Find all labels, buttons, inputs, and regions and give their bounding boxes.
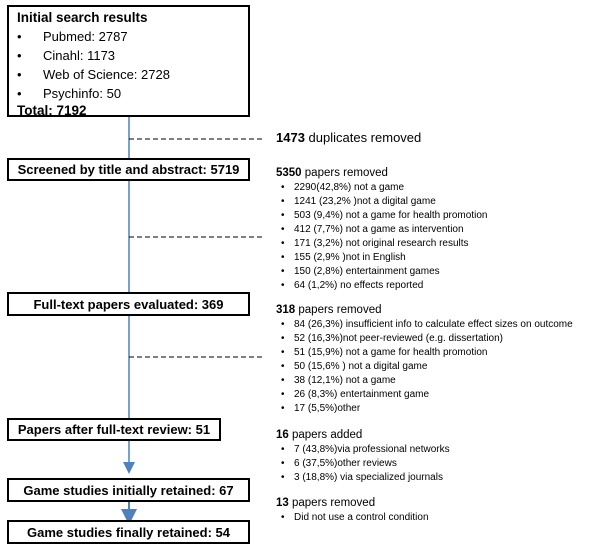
added-note: 16 papers added 7 (43,8%)via professiona… — [276, 428, 450, 485]
initially-retained-box: Game studies initially retained: 67 — [7, 478, 250, 502]
removed1-count: 5350 — [276, 167, 302, 179]
removed2-count: 318 — [276, 304, 296, 316]
source-item: Web of Science: 2728 — [17, 65, 240, 84]
removed1-reasons-list: 2290(42,8%) not a game 1241 (23,2% )not … — [281, 181, 487, 293]
removed3-count: 13 — [276, 497, 289, 509]
reason-item: 155 (2,9% )not in English — [281, 251, 487, 265]
removed1-note: 5350 papers removed 2290(42,8%) not a ga… — [276, 166, 487, 293]
removed2-text: papers removed — [295, 304, 382, 316]
finally-retained-box: Game studies finally retained: 54 — [7, 520, 250, 544]
reason-item: 64 (1,2%) no effects reported — [281, 279, 487, 293]
reason-item: 412 (7,7%) not a game as intervention — [281, 223, 487, 237]
reason-item: Did not use a control condition — [281, 511, 429, 525]
source-item: Psychinfo: 50 — [17, 84, 240, 103]
reason-item: 26 (8,3%) entertainment game — [281, 388, 573, 402]
reason-item: 84 (26,3%) insufficient info to calculat… — [281, 318, 573, 332]
initial-search-title: Initial search results — [17, 10, 148, 25]
reason-item: 1241 (23,2% )not a digital game — [281, 195, 487, 209]
reason-item: 2290(42,8%) not a game — [281, 181, 487, 195]
reason-item: 51 (15,9%) not a game for health promoti… — [281, 346, 573, 360]
initial-search-box: Initial search results Pubmed: 2787 Cina… — [7, 5, 250, 118]
added-item: 7 (43,8%)via professional networks — [281, 443, 450, 457]
added-text: papers added — [288, 429, 363, 441]
added-item: 6 (37,5%)other reviews — [281, 457, 450, 471]
duplicates-count: 1473 — [276, 130, 305, 145]
removed3-reasons-list: Did not use a control condition — [281, 511, 429, 525]
removed2-reasons-list: 84 (26,3%) insufficient info to calculat… — [281, 318, 573, 416]
reason-item: 17 (5,5%)other — [281, 402, 573, 416]
screened-label: Screened by title and abstract: 5719 — [17, 162, 240, 177]
initial-total: Total: 7192 — [17, 103, 87, 118]
reason-item: 171 (3,2%) not original research results — [281, 237, 487, 251]
removed3-text: papers removed — [288, 497, 376, 509]
duplicates-note: 1473 duplicates removed — [276, 130, 421, 145]
after-review-box: Papers after full-text review: 51 — [7, 418, 221, 441]
after-review-label: Papers after full-text review: 51 — [17, 422, 211, 437]
duplicates-text: duplicates removed — [304, 130, 422, 145]
initially-retained-label: Game studies initially retained: 67 — [23, 482, 234, 498]
added-count: 16 — [276, 429, 289, 441]
reason-item: 52 (16,3%)not peer-reviewed (e.g. disser… — [281, 332, 573, 346]
removed3-note: 13 papers removed Did not use a control … — [276, 496, 429, 525]
reason-item: 150 (2,8%) entertainment games — [281, 265, 487, 279]
reason-item: 50 (15,6% ) not a digital game — [281, 360, 573, 374]
added-item: 3 (18,8%) via specialized journals — [281, 471, 450, 485]
added-sources-list: 7 (43,8%)via professional networks 6 (37… — [281, 443, 450, 485]
source-item: Cinahl: 1173 — [17, 46, 240, 65]
screened-box: Screened by title and abstract: 5719 — [7, 158, 250, 181]
finally-retained-label: Game studies finally retained: 54 — [26, 524, 231, 540]
search-sources-list: Pubmed: 2787 Cinahl: 1173 Web of Science… — [17, 27, 240, 103]
removed1-text: papers removed — [301, 167, 388, 179]
source-item: Pubmed: 2787 — [17, 27, 240, 46]
fulltext-box: Full-text papers evaluated: 369 — [7, 292, 250, 316]
reason-item: 503 (9,4%) not a game for health promoti… — [281, 209, 487, 223]
removed2-note: 318 papers removed 84 (26,3%) insufficie… — [276, 303, 573, 416]
reason-item: 38 (12,1%) not a game — [281, 374, 573, 388]
fulltext-label: Full-text papers evaluated: 369 — [33, 296, 224, 312]
